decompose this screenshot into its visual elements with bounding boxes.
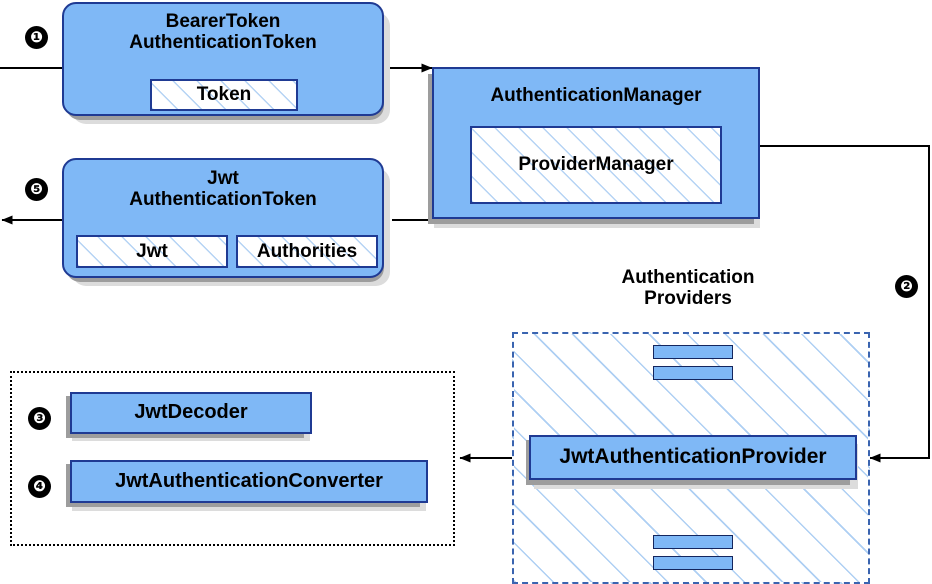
jwt-token-title: Jwt AuthenticationToken (129, 168, 317, 210)
jwt-token-inner-authorities: Authorities (236, 235, 378, 268)
step-badge-3: ❸ (28, 407, 51, 430)
authentication-manager-inner-provider-manager: ProviderManager (470, 126, 722, 204)
step-badge-4: ❹ (28, 475, 51, 498)
node-jwt-authentication-converter[interactable]: JwtAuthenticationConverter (70, 460, 428, 503)
step-badge-5: ❺ (25, 178, 48, 201)
node-jwt-authentication-provider[interactable]: JwtAuthenticationProvider (529, 435, 857, 480)
jwt-authentication-converter-title: JwtAuthenticationConverter (115, 469, 383, 492)
authentication-providers-caption: Authentication Providers (621, 267, 755, 309)
bearer-token-inner-token: Token (150, 79, 298, 111)
jwt-authentication-provider-title: JwtAuthenticationProvider (559, 445, 827, 469)
node-jwt-decoder[interactable]: JwtDecoder (70, 392, 312, 434)
provider-stub-top-1 (653, 345, 733, 359)
provider-stub-bottom-2 (653, 556, 733, 570)
provider-stub-bottom-1 (653, 535, 733, 549)
node-bearer-token-authentication-token[interactable]: BearerToken AuthenticationToken (62, 2, 384, 116)
jwt-token-inner-jwt: Jwt (76, 235, 228, 268)
group-jwt-support (10, 371, 455, 546)
step-badge-2: ❷ (895, 275, 918, 298)
step-badge-1: ❶ (25, 26, 48, 49)
jwt-decoder-title: JwtDecoder (134, 401, 248, 424)
provider-stub-top-2 (653, 366, 733, 380)
authentication-manager-title: AuthenticationManager (490, 85, 702, 106)
bearer-token-title: BearerToken AuthenticationToken (129, 11, 317, 53)
arrow-manager-to-provider (760, 145, 930, 463)
